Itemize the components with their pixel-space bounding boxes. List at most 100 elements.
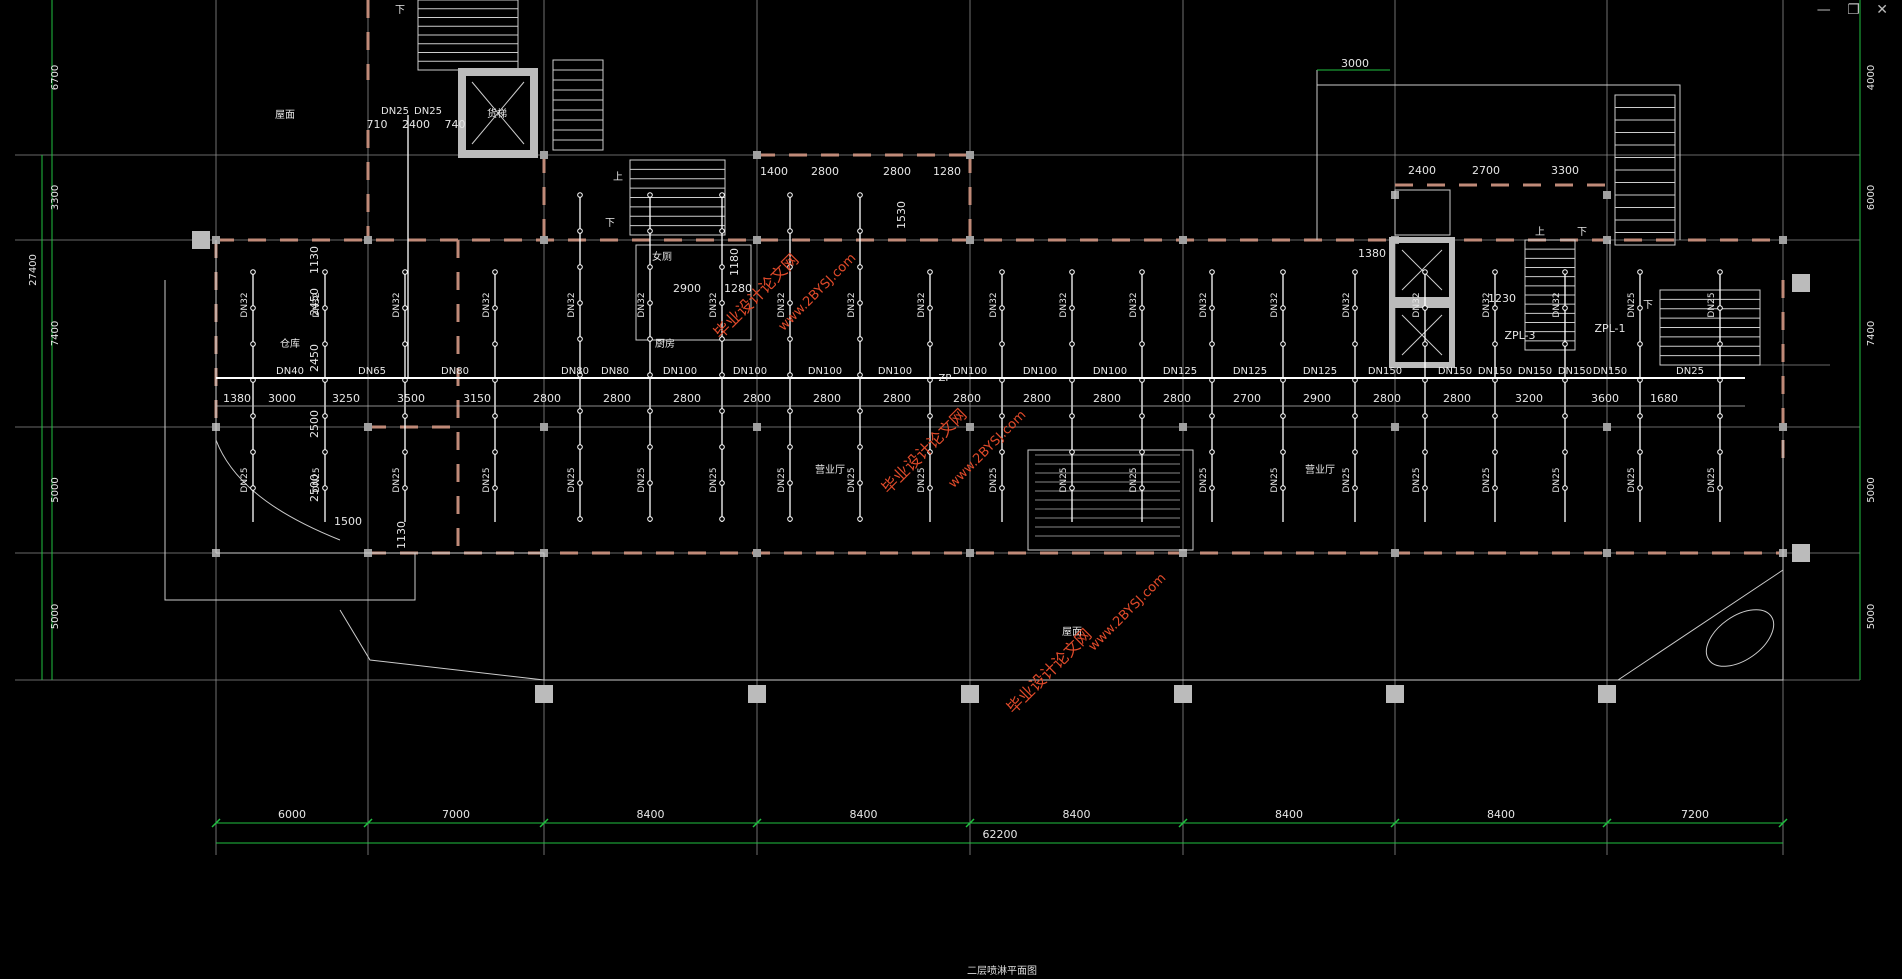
sprinkler-head [577,264,583,270]
sprinkler-head [857,264,863,270]
sprinkler-head [1562,305,1568,311]
sprinkler-head [927,305,933,311]
sprinkler-head [999,269,1005,275]
dim-bottom: 6000 [278,808,306,821]
room-labels: 屋面屋面仓库营业厅营业厅女厕厨房货梯上下下上下下ZPL-1ZPL-3ZP [275,5,1653,638]
main-dn-label: DN100 [878,366,912,377]
lift-lobby [1394,189,1451,236]
dim-right: 7400 [1866,321,1877,346]
sprinkler-head [647,300,653,306]
column [540,151,548,159]
spacing-dim: 1680 [1650,392,1678,405]
sprinkler-head [1139,485,1145,491]
sprinkler-head [250,449,256,455]
sprinkler-head [719,372,725,378]
sprinkler-head [787,408,793,414]
sprinkler-head [1209,341,1215,347]
sprinkler-head [1717,413,1723,419]
label-stair-up: 上 [613,171,623,183]
sprinkler-head [857,300,863,306]
sprinkler-head [1139,305,1145,311]
branch-dn-label: DN32 [1552,292,1562,317]
sprinkler-head [1562,413,1568,419]
label-zp: ZP [939,373,952,384]
main-dn-label: DN65 [358,366,386,377]
sprinkler-head [787,480,793,486]
sprinkler-head [647,444,653,450]
minimize-button[interactable]: — [1816,2,1837,18]
sprinkler-head [857,228,863,234]
building-outline [1390,84,1681,240]
dim-misc: 1380 [1358,247,1386,260]
dim-right: 5000 [1866,477,1877,502]
restroom-block [635,244,752,341]
column [364,236,372,244]
main-dn-label: DN150 [1438,366,1472,377]
restore-button[interactable]: ❐ [1847,2,1866,18]
column [1603,549,1611,557]
dim-right: 6000 [1866,185,1877,210]
sprinkler-head [1352,269,1358,275]
sprinkler-head [250,341,256,347]
room-outlines [164,0,1784,681]
sprinkler-head [402,341,408,347]
column [1391,423,1399,431]
sprinkler-head [1422,305,1428,311]
sprinkler-head [927,413,933,419]
branch-dn-label: DN25 [1627,467,1637,492]
sprinkler-head [1562,485,1568,491]
sprinkler-head [927,485,933,491]
sprinkler-head [787,516,793,522]
sprinkler-head [857,192,863,198]
dim-top-b: 2700 [1472,164,1500,177]
sprinkler-head [492,341,498,347]
watermark-cn: 毕业设计论文网 [1003,625,1096,718]
sprinkler-head [1492,341,1498,347]
column [966,423,974,431]
main-dn-label: DN125 [1163,366,1197,377]
sprinkler-head [647,408,653,414]
sprinkler-head [719,408,725,414]
escalator [1027,449,1194,551]
dim-top-a: 1400 [760,165,788,178]
dim-tick [1178,818,1188,828]
sprinkler-head [577,516,583,522]
sprinkler-head [999,449,1005,455]
close-button[interactable]: ✕ [1876,2,1894,18]
drawing-title: 二层喷淋平面图 [967,964,1037,977]
sprinkler-head [857,336,863,342]
branch-dn-label: DN25 [1129,467,1139,492]
sprinkler-head [1069,341,1075,347]
sprinkler-head [787,300,793,306]
sprinkler-head [1637,449,1643,455]
branch-dn-label: DN32 [989,292,999,317]
sprinkler-head [857,480,863,486]
sprinkler-head [322,413,328,419]
walls [214,0,1785,555]
column [966,151,974,159]
main-dn-label: DN125 [1233,366,1267,377]
dim-right: 5000 [1866,604,1877,629]
label-hall-left: 营业厅 [815,463,845,476]
sprinkler-head [1352,449,1358,455]
column [753,236,761,244]
column [1779,236,1787,244]
label-stair-up-right: 上 [1535,226,1545,238]
branch-dn-label: DN25 [847,467,857,492]
sprinkler-head [250,485,256,491]
sprinkler-head [647,336,653,342]
dim-tick [752,818,762,828]
spacing-dim: 2700 [1233,392,1261,405]
sprinkler-head [719,228,725,234]
dim-misc: 1130 [308,246,321,274]
column [1603,191,1611,199]
main-dn-label: DN150 [1558,366,1592,377]
label-stair-down-right: 下 [1577,227,1587,238]
sprinkler-head [1637,305,1643,311]
sprinkler-head [492,485,498,491]
main-dn-label: DN80 [601,366,629,377]
branch-dn-label: DN32 [567,292,577,317]
sprinkler-head [857,372,863,378]
